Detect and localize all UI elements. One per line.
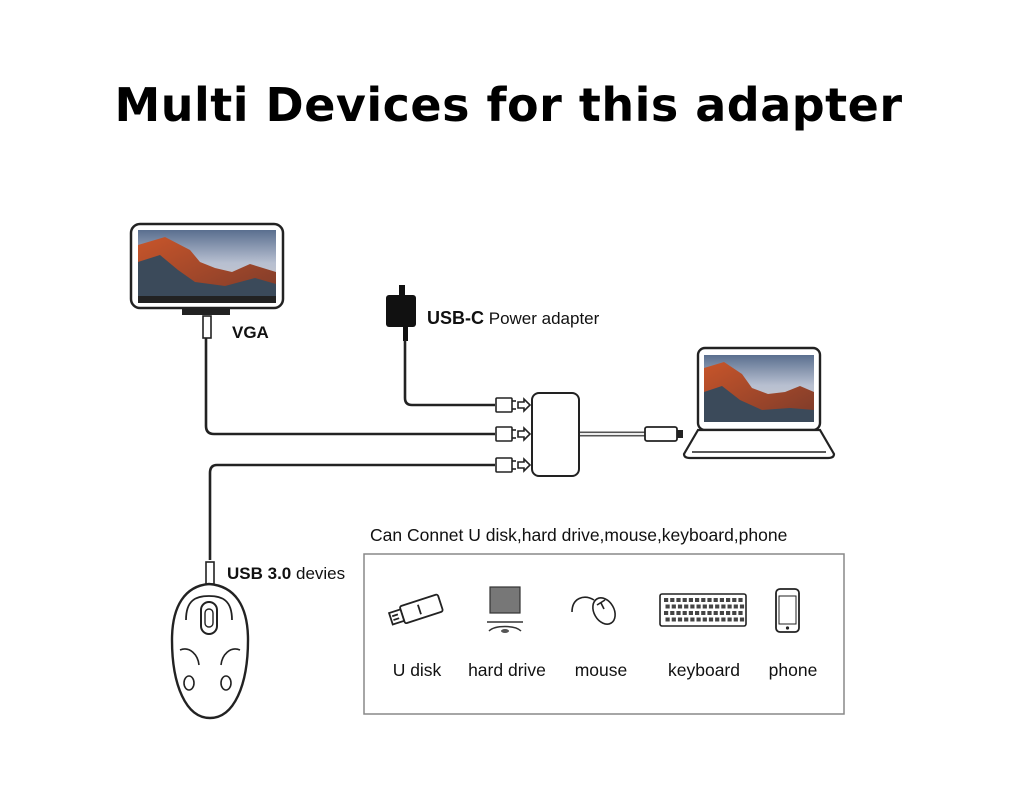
keyboard-key <box>677 617 683 622</box>
usb-stick-icon <box>387 593 444 626</box>
keyboard-key <box>682 598 687 602</box>
keyboard-key <box>715 617 720 622</box>
keyboard-key <box>715 604 720 609</box>
keyboard-key <box>684 617 689 622</box>
devices-label: devies <box>295 564 346 583</box>
plug-connectors <box>495 397 532 473</box>
keyboard-key <box>684 604 689 609</box>
device-label-u-disk: U disk <box>392 660 442 680</box>
keyboard-key <box>690 604 695 609</box>
diagram-title: Multi Devices for this adapter <box>114 78 903 132</box>
keyboard-key <box>688 611 693 615</box>
keyboard-key <box>664 611 669 615</box>
keyboard-icon <box>659 593 747 627</box>
keyboard-key <box>707 611 712 615</box>
keyboard-key <box>695 611 700 615</box>
keyboard-key <box>738 611 743 615</box>
usb-c-label: USB-C <box>427 308 484 328</box>
keyboard-key <box>671 604 676 609</box>
keyboard-key <box>677 604 683 609</box>
power-adapter-label: Power adapter <box>488 309 600 328</box>
keyboard-key <box>690 617 695 622</box>
mouse-icon <box>571 596 616 625</box>
keyboard-key <box>739 604 745 609</box>
keyboard-key <box>696 617 701 622</box>
keyboard-key <box>719 598 724 602</box>
usb-c-power-label: USB-C Power adapter <box>427 308 599 329</box>
keyboard-key <box>726 598 731 602</box>
keyboard-key <box>732 611 737 615</box>
keyboard-key <box>695 598 700 602</box>
keyboard-key <box>727 617 732 622</box>
keyboard-key <box>665 604 670 609</box>
usb3-devices-label: USB 3.0 devies <box>227 564 345 584</box>
keyboard-key <box>701 611 706 615</box>
device-label-phone: phone <box>768 660 818 680</box>
hard-drive-icon <box>487 586 523 633</box>
connect-caption: Can Connet U disk,hard drive,mouse,keybo… <box>370 525 788 545</box>
device-label-hard-drive: hard drive <box>468 660 546 680</box>
keyboard-key <box>670 611 675 615</box>
keyboard-key <box>739 617 745 622</box>
cables <box>204 338 645 560</box>
keyboard-key <box>696 604 701 609</box>
device-label-keyboard: keyboard <box>668 660 740 680</box>
usb-c-plug-icon <box>644 426 683 442</box>
keyboard-key <box>664 598 669 602</box>
keyboard-key <box>671 617 676 622</box>
keyboard-key <box>670 598 675 602</box>
keyboard-key <box>713 598 718 602</box>
device-label-mouse: mouse <box>574 660 628 680</box>
usb3-label: USB 3.0 <box>227 564 292 583</box>
keyboard-key <box>708 617 714 622</box>
keyboard-key <box>721 617 726 622</box>
laptop-icon <box>682 346 836 460</box>
keyboard-key <box>726 611 731 615</box>
keyboard-key <box>682 611 687 615</box>
keyboard-key <box>708 604 714 609</box>
keyboard-key <box>719 611 724 615</box>
keyboard-key <box>702 604 707 609</box>
keyboard-key <box>713 611 718 615</box>
usb-c-hub-icon <box>531 392 580 477</box>
keyboard-key <box>676 611 681 615</box>
vga-label: VGA <box>232 323 269 342</box>
keyboard-key <box>721 604 726 609</box>
keyboard-key <box>688 598 693 602</box>
keyboard-key <box>707 598 712 602</box>
keyboard-key <box>733 604 738 609</box>
keyboard-key <box>732 598 737 602</box>
keyboard-key <box>733 617 738 622</box>
keyboard-key <box>702 617 707 622</box>
device-box <box>363 553 845 715</box>
monitor-icon <box>129 222 285 339</box>
power-adapter-icon <box>386 285 416 341</box>
phone-icon <box>775 588 800 633</box>
keyboard-key <box>738 598 743 602</box>
usb-mouse-icon <box>170 561 250 720</box>
keyboard-key <box>727 604 732 609</box>
keyboard-key <box>665 617 670 622</box>
keyboard-key <box>676 598 681 602</box>
keyboard-key <box>701 598 706 602</box>
